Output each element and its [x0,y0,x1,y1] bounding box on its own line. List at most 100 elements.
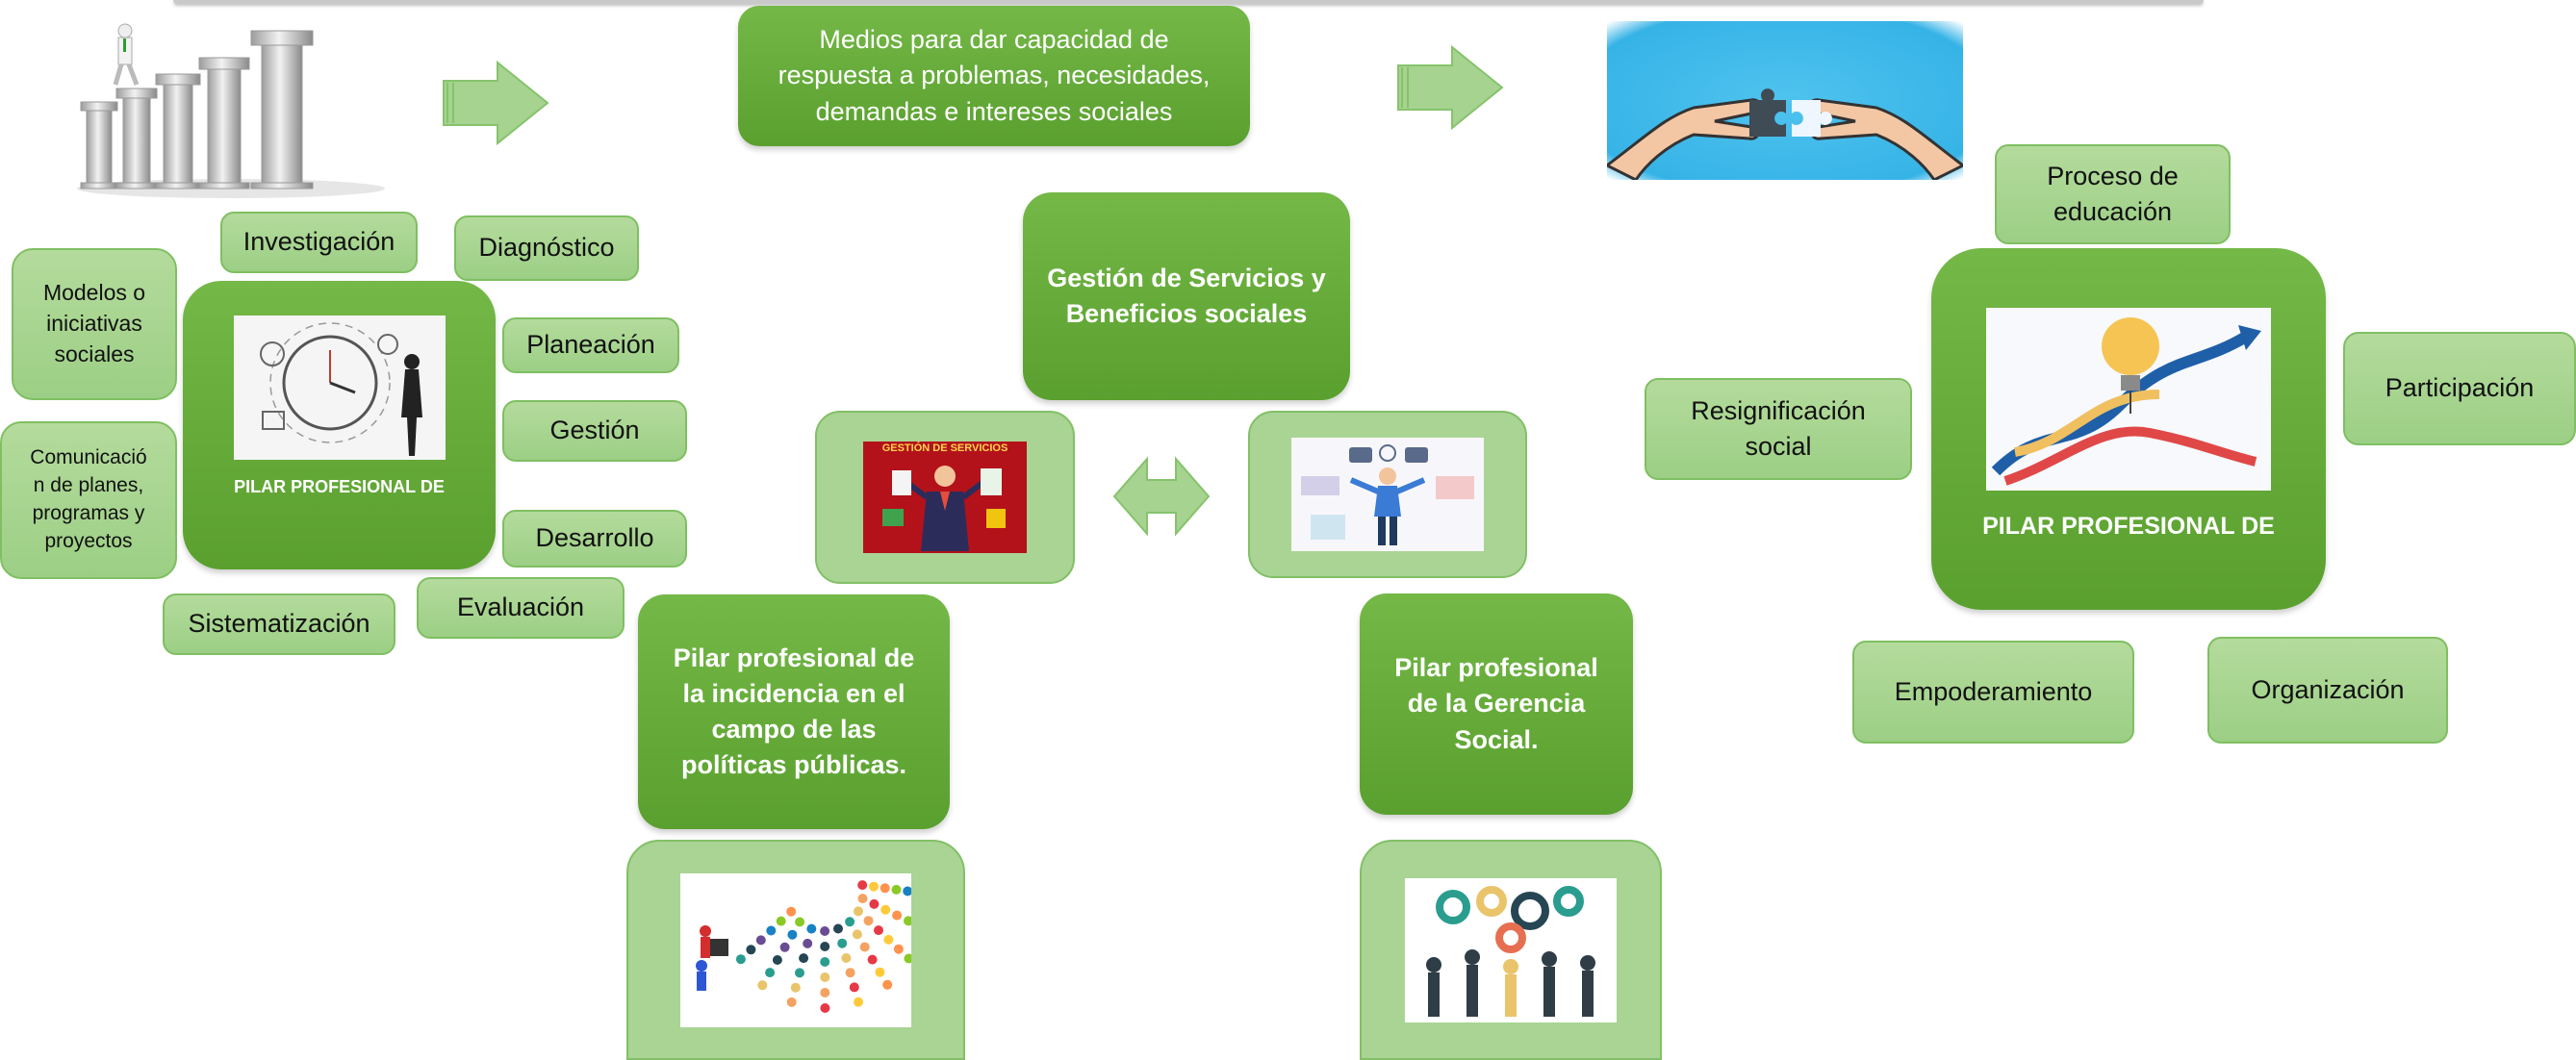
pawn-figure [790,982,801,993]
node-desarrollo: Desarrollo [502,510,687,568]
pawn-figure [786,997,797,1007]
node-label: Gestión [549,416,640,445]
growth-lightbulb-illustration [1986,308,2271,491]
pawn-figure [891,884,902,895]
pawn-figure [875,967,885,977]
pawn-figure [869,898,880,909]
node-sistematizacion: Sistematización [163,593,395,655]
pawn-figure [772,954,782,965]
pawn-figure [845,916,855,926]
pawn-figure [880,904,891,915]
pawn-figure [820,941,830,951]
pawn-figure [869,881,879,892]
pawn-figure [786,906,797,917]
pawn-figure [852,928,862,939]
node-label: Sistematización [188,609,370,639]
node-label: Planeación [526,330,655,360]
pawn-figure [806,923,817,934]
pawn-figure [863,915,874,925]
node-participacion: Participación [2343,332,2576,445]
center-title: Gestión de Servicios y Beneficios social… [1047,263,1326,328]
node-label: Empoderamiento [1894,676,2093,706]
clock-strategy-illustration [233,315,446,460]
node-label: Resignificación social [1691,395,1866,461]
pawn-figure [820,987,830,997]
pawn-figure [893,944,904,954]
pawn-figure [857,879,868,890]
node-modelos: Modelos o iniciativas sociales [12,248,177,400]
node-planeacion: Planeación [502,317,679,373]
node-evaluacion: Evaluación [417,577,625,639]
crowd-pawns-illustration [680,872,911,1027]
node-investigacion: Investigación [220,212,418,273]
node-label: Proceso de educación [2047,161,2179,226]
node-label: Diagnóstico [478,233,615,263]
gears-image-box [1360,840,1662,1060]
right-arrow-icon [1397,44,1504,131]
pillars-illustration [77,23,385,198]
pawn-figure [820,956,830,967]
center-title-box: Gestión de Servicios y Beneficios social… [1023,192,1350,400]
pawn-figure [904,915,911,925]
pawn-figure [854,905,863,916]
pawn-figure [735,953,746,964]
pawn-figure [903,886,911,896]
node-label: Modelos o iniciativas sociales [42,280,146,366]
gears-team-illustration [1405,877,1617,1022]
pawn-figure [874,924,883,935]
node-label: Desarrollo [535,523,654,553]
left-pillar-label: PILAR PROFESIONAL DE [234,477,445,496]
means-text: Medios para dar capacidad de respuesta a… [778,25,1211,126]
pawn-figure [799,952,809,963]
services-image-box: GESTIÓN DE SERVICIOS [815,411,1075,584]
pawn-figure [892,910,903,921]
pawn-figure [820,1002,830,1013]
crowd-image-box [626,840,965,1060]
double-arrow-icon [1112,456,1211,537]
pawn-figure [904,953,911,963]
pawn-figure [755,934,766,945]
incidencia-text: Pilar profesional de la incidencia en el… [673,643,915,780]
pawn-figure [857,893,868,903]
left-pillar-box: PILAR PROFESIONAL DE [183,281,496,569]
node-proceso: Proceso de educación [1995,144,2231,244]
pawn-figure [746,944,756,954]
pawn-figure [787,929,798,940]
pawn-figure [854,997,863,1007]
node-gestion: Gestión [502,400,687,462]
pawn-figure [757,979,768,990]
top-divider [173,0,2204,4]
node-comunicacion: Comunicació n de planes, programas y pro… [0,421,177,579]
pawn-figure [867,954,878,965]
pawn-figure [883,934,894,945]
node-label: Investigación [242,227,395,257]
pawn-figure [776,916,786,926]
right-pillar-label: PILAR PROFESIONAL DE [1982,513,2275,540]
pawn-figure [859,942,870,951]
node-organizacion: Organización [2207,637,2448,744]
means-box: Medios para dar capacidad de respuesta a… [738,6,1250,146]
pawn-figure [849,981,859,992]
node-empoderamiento: Empoderamiento [1852,641,2134,744]
people-puzzle-illustration [1291,438,1484,551]
gerencia-text: Pilar profesional de la Gerencia Social. [1394,653,1598,754]
node-diagnostico: Diagnóstico [454,215,639,281]
pawn-figure [837,938,848,948]
node-resignificacion: Resignificación social [1645,378,1912,480]
pawn-figure [880,882,890,893]
pawn-figure [820,972,830,982]
pawn-figure [795,917,805,926]
gerencia-box: Pilar profesional de la Gerencia Social. [1360,593,1633,815]
right-arrow-icon [443,60,549,146]
pawn-figure [765,967,776,977]
pawn-figure [882,979,893,990]
puzzle-hands-illustration [1607,21,1963,180]
pawn-figure [766,925,777,935]
pawn-figure [820,925,830,936]
pawn-figure [803,938,813,948]
right-pillar-box: PILAR PROFESIONAL DE [1931,248,2326,610]
pawn-figure [833,923,843,933]
node-label: Organización [2251,674,2405,704]
node-label: Evaluación [456,593,585,622]
pawn-figure [841,952,852,963]
